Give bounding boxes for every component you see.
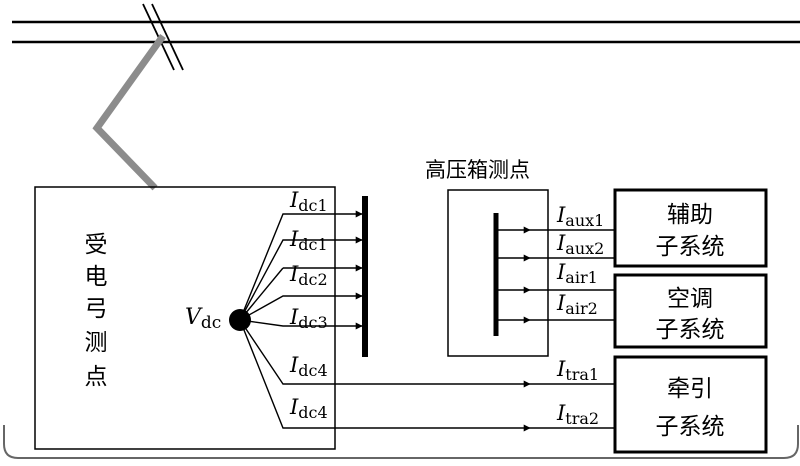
- subsystem-air-conditioning-box: [613, 273, 768, 349]
- pantograph-label-char: 电: [85, 264, 108, 290]
- branch-dc2: [239, 292, 363, 321]
- hv-box-measurement-label: 高压箱测点: [425, 158, 530, 182]
- branch-dc4-a: [239, 319, 531, 388]
- pantograph-label-char: 受: [85, 232, 108, 258]
- label-idc4-b: Idc4: [289, 395, 328, 422]
- subsystem-auxiliary-box: [613, 188, 768, 268]
- subsystem-auxiliary: 辅助 子系统: [613, 188, 768, 268]
- subsystem-auxiliary-line1: 辅助: [667, 202, 713, 228]
- vehicle-body-outline: [3, 425, 799, 459]
- catenary-lines: [12, 3, 800, 71]
- subsystem-traction-line1: 牵引: [667, 376, 713, 402]
- subsystem-air-conditioning: 空调 子系统: [613, 273, 768, 349]
- label-idc2: Idc2: [289, 262, 328, 289]
- pantograph-label-char: 点: [85, 364, 108, 390]
- subsystem-traction: 牵引 子系统: [613, 355, 768, 454]
- label-idc4-a: Idc4: [289, 353, 328, 380]
- label-idc3: Idc3: [289, 305, 328, 332]
- hv-box-measurement-box: [447, 189, 549, 357]
- subsystem-air-conditioning-line2: 子系统: [656, 317, 725, 343]
- dc-current-labels: Idc1 Idc1 Idc2 Idc3 Idc4 Idc4: [289, 188, 328, 422]
- pantograph-label-char: 弓: [85, 296, 108, 322]
- label-itra1: Itra1: [556, 357, 599, 384]
- subsystem-auxiliary-line2: 子系统: [656, 234, 725, 260]
- dc-current-branches: [239, 210, 531, 432]
- hv-box-branches: [498, 226, 615, 429]
- label-idc1-a: Idc1: [289, 188, 328, 215]
- label-iaux1: Iaux1: [556, 203, 604, 230]
- pantograph-arm: [92, 33, 166, 191]
- subsystem-air-conditioning-line1: 空调: [667, 286, 713, 312]
- label-iair1: Iair1: [556, 260, 598, 287]
- branch-dc1-a: [239, 210, 363, 321]
- label-iair2: Iair2: [556, 291, 598, 318]
- branch-dc3: [239, 319, 363, 330]
- subsystem-current-labels: Iaux1 Iaux2 Iair1 Iair2 Itra1 Itra2: [556, 203, 604, 428]
- pantograph-label-char: 测: [85, 330, 108, 356]
- subsystem-traction-line2: 子系统: [656, 414, 725, 440]
- subsystem-traction-box: [613, 355, 768, 454]
- branch-dc4-b: [239, 319, 531, 432]
- label-itra2: Itra2: [556, 401, 599, 428]
- label-iaux2: Iaux2: [556, 231, 604, 258]
- branch-dc-mid-link: [239, 267, 284, 321]
- pantograph-measurement-box: [34, 186, 336, 450]
- voltage-label: Vdc: [185, 305, 221, 333]
- pantograph-measurement-label: 受 电 弓 测 点: [85, 232, 108, 390]
- branch-dc1-b: [239, 236, 363, 321]
- label-idc1-b: Idc1: [289, 227, 328, 254]
